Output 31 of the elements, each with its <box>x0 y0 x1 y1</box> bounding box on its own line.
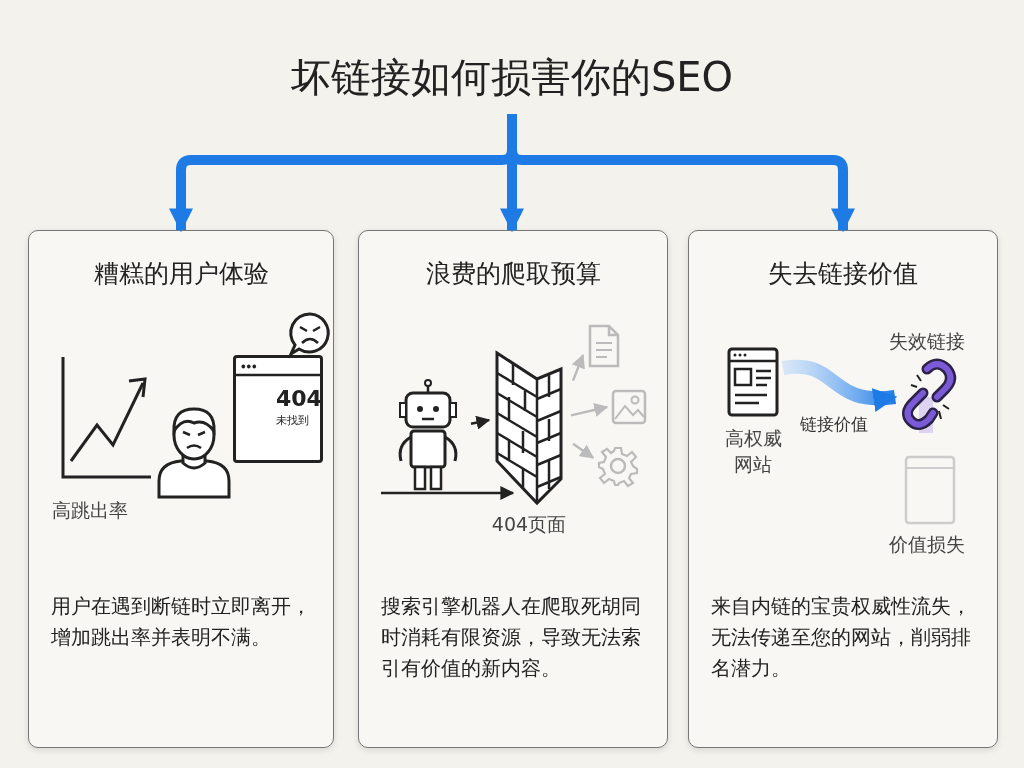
card-heading: 糟糕的用户体验 <box>92 258 270 290</box>
node-caption: 高权威网站 <box>723 426 783 477</box>
arrow <box>381 486 515 500</box>
webpage-icon <box>727 347 779 417</box>
node-caption: 失效链接 <box>888 329 966 354</box>
document-icon <box>587 323 621 369</box>
card-text: 用户在遇到断链时立即离开，增加跳出率并表明不满。 <box>51 593 312 651</box>
browser-window <box>233 355 323 463</box>
card-text: 搜索引擎机器人在爬取死胡同时消耗有限资源，导致无法索引有价值的新内容。 <box>381 593 642 682</box>
error-text: 未找到 <box>276 413 309 428</box>
title-heading: 坏链接如何损害你的SEO <box>262 45 762 110</box>
node-caption: 高跳出率 <box>51 498 129 523</box>
arrow <box>571 353 585 382</box>
arrow <box>570 403 609 417</box>
node-caption: 价值损失 <box>888 532 966 557</box>
error-code: 404 <box>276 386 322 411</box>
card-heading: 浪费的爬取预算 <box>424 258 602 290</box>
gear-icon <box>597 445 639 487</box>
image-icon <box>611 389 647 425</box>
webpage-icon <box>904 455 956 525</box>
arrow <box>470 415 491 430</box>
arrow <box>572 442 595 459</box>
card-panel <box>688 230 998 748</box>
node-caption: 404页面 <box>490 512 568 537</box>
arrow <box>782 359 898 411</box>
card-panel <box>28 230 334 748</box>
brick-wall-icon <box>493 349 565 507</box>
edge-label: 链接价值 <box>798 412 870 436</box>
card-heading: 失去链接价值 <box>767 258 919 290</box>
card-panel <box>358 230 668 748</box>
card-text: 来自内链的宝贵权威性流失，无法传递至您的网站，削弱排名潜力。 <box>711 593 972 682</box>
